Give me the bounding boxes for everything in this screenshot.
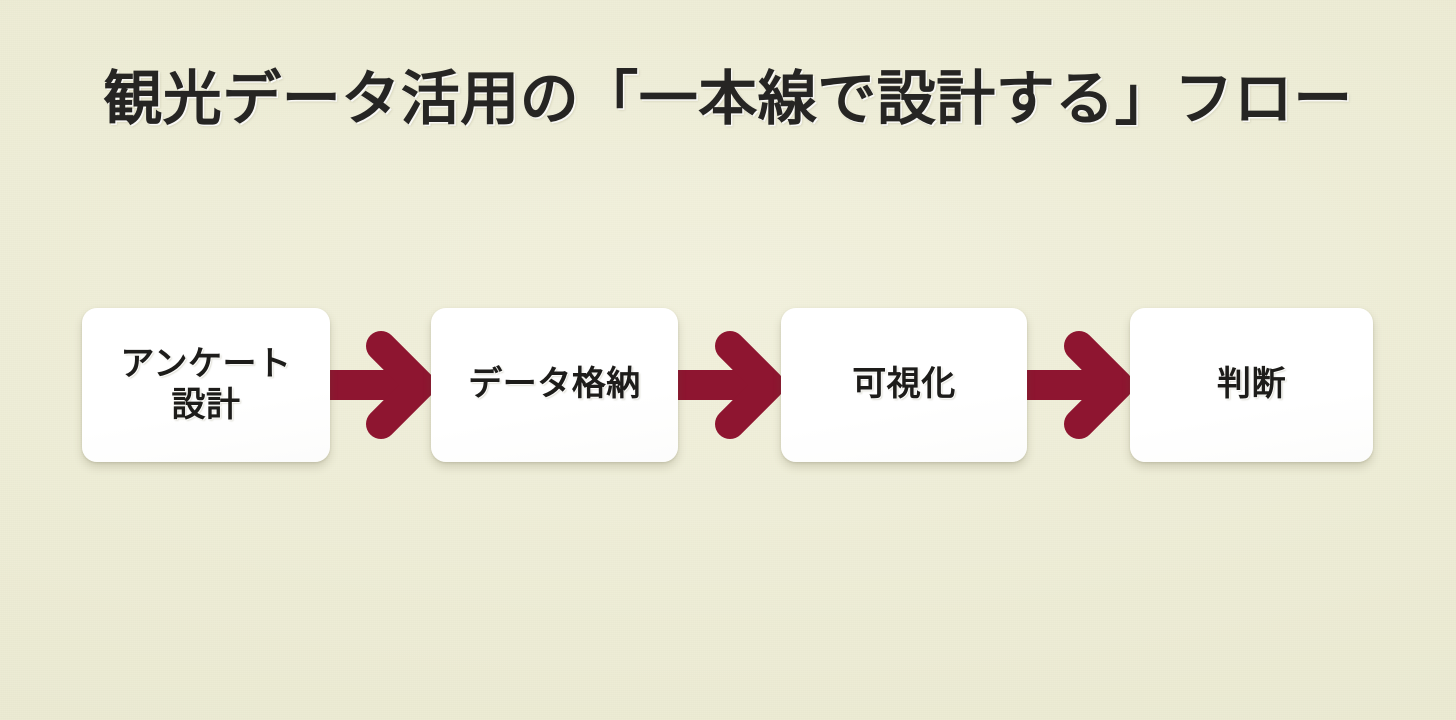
flow-node-visualization[interactable]: 可視化 xyxy=(781,308,1027,462)
arrow-right-icon xyxy=(661,331,784,439)
arrow-right-icon xyxy=(1010,331,1133,439)
flow-node-label: 可視化 xyxy=(852,365,956,404)
flow-node-label: 判断 xyxy=(1217,365,1286,404)
arrow-right-icon xyxy=(312,331,435,439)
process-flow-diagram: アンケート 設計 データ格納 可視化 判断 xyxy=(0,308,1456,462)
flow-connector-1 xyxy=(312,326,445,444)
flow-connector-2 xyxy=(661,326,794,444)
flow-node-label: アンケート 設計 xyxy=(120,344,292,424)
flow-node-label: データ格納 xyxy=(468,365,641,404)
page-title: 観光データ活用の「一本線で設計する」フロー xyxy=(103,66,1353,132)
flow-connector-3 xyxy=(1010,326,1143,444)
flow-node-survey-design[interactable]: アンケート 設計 xyxy=(82,308,330,462)
flow-node-decision[interactable]: 判断 xyxy=(1130,308,1373,462)
flow-node-data-storage[interactable]: データ格納 xyxy=(431,308,678,462)
